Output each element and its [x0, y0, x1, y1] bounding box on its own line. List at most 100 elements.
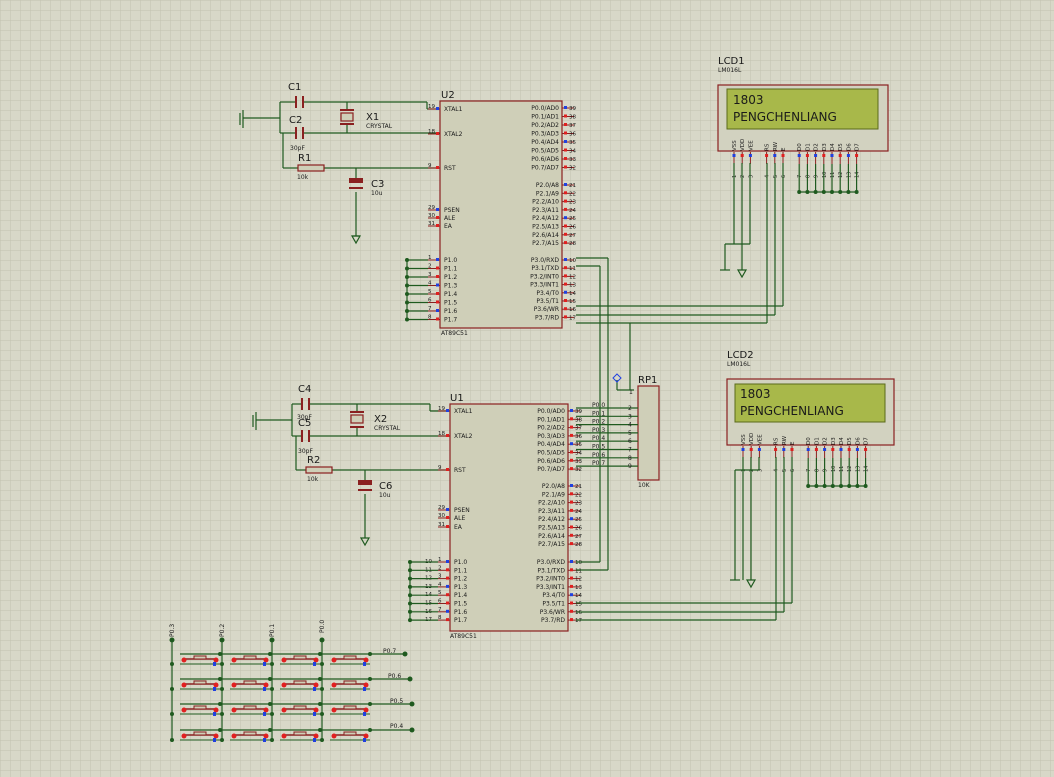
u1-right-pin-name: P2.1/A9	[542, 491, 565, 498]
lcd1-line2: PENGCHENLIANG	[733, 110, 837, 124]
keypad-button[interactable]	[270, 677, 322, 691]
keypad-button[interactable]	[220, 677, 272, 691]
lcd2-pin-name: D2	[823, 437, 829, 445]
resistor-pack-rp1[interactable]	[637, 385, 660, 481]
u2-pin-marker	[564, 216, 567, 220]
lcd1-pin-num: 8	[805, 175, 811, 178]
lcd2-pin-name: D4	[839, 437, 845, 445]
u1-left-pin-num: 1	[438, 557, 442, 563]
u1-right-pin-num: 23	[575, 501, 582, 507]
u2-pin-marker	[564, 191, 567, 195]
chip-u1[interactable]: XTAL119XTAL218RST9PSEN29ALE30EA31P1.01P1…	[408, 403, 582, 632]
u2-pin-marker	[436, 292, 439, 295]
u2-pin-marker	[564, 315, 567, 319]
capacitor-c1[interactable]	[295, 96, 304, 108]
keypad-row-terminal	[402, 651, 408, 657]
keypad-button[interactable]	[270, 652, 322, 666]
keypad-col-net-0: P0.3	[169, 624, 176, 637]
keypad-button[interactable]	[170, 677, 222, 691]
lcd1-pin-name: RS	[765, 143, 771, 151]
u1-pin-marker	[570, 409, 573, 412]
u2-right-pin-num: 13	[569, 283, 576, 289]
u1-right-pin-name: P2.3/A11	[538, 508, 565, 515]
u2-left-pin-num: 9	[428, 163, 432, 169]
keypad-row-net-2: P0.5	[390, 698, 403, 705]
keypad-col-net-2: P0.1	[269, 624, 276, 637]
u2-left-pin-num: 29	[428, 205, 435, 211]
lcd1-pin-num: 5	[773, 175, 779, 178]
rp1-pin-num: 8	[628, 455, 632, 462]
lcd2-pin-marker	[749, 448, 753, 451]
u2-pin-marker	[564, 241, 567, 245]
u1-right-pin-num: 14	[575, 593, 582, 599]
u1-right-pin-name: P3.3/INT1	[536, 584, 565, 591]
u1-pin-marker	[570, 458, 573, 462]
u1-left-pin-name: P1.2	[454, 576, 467, 583]
keypad-button[interactable]	[320, 677, 372, 691]
u1-right-pin-num: 34	[575, 451, 582, 457]
keypad-button[interactable]	[170, 702, 222, 716]
crystal-x1[interactable]	[340, 109, 354, 125]
capacitor-c5[interactable]	[301, 430, 310, 442]
lcd1-pin-num: 2	[740, 175, 746, 178]
u1-left-pin-num: 7	[438, 607, 442, 613]
x1-value: CRYSTAL	[366, 123, 393, 130]
lcd2-pin-name: D3	[831, 437, 837, 445]
capacitor-c2[interactable]	[295, 127, 304, 139]
u1-left-pin-name: P1.4	[454, 592, 467, 599]
resistor-r2[interactable]	[305, 466, 333, 474]
u2-right-pin-num: 27	[569, 233, 576, 239]
u1-right-pin-num: 35	[575, 442, 582, 448]
u1-pin-marker	[446, 434, 449, 437]
u1-right-pin-num: 15	[575, 602, 582, 608]
u2-right-pin-num: 39	[569, 106, 576, 112]
keypad-button[interactable]	[220, 652, 272, 666]
keypad-button[interactable]	[320, 728, 372, 742]
u1-right-pin-name: P2.4/A12	[538, 516, 565, 523]
u1-left-pin-num: 6	[438, 599, 442, 605]
resistor-r1[interactable]	[297, 164, 325, 172]
keypad-row-terminal	[409, 727, 415, 733]
keypad-matrix[interactable]	[169, 637, 415, 743]
keypad-button[interactable]	[220, 702, 272, 716]
u1-pin-marker	[570, 484, 573, 487]
u1-left-pin-num: 18	[438, 431, 445, 437]
capacitor-c3[interactable]	[349, 178, 363, 189]
lcd1-pin-num: 14	[855, 172, 861, 178]
lcd2-line2: PENGCHENLIANG	[740, 404, 844, 418]
u1-left-pin-name: P1.0	[454, 559, 467, 566]
u1-right-pin-name: P0.3/AD3	[537, 433, 565, 440]
keypad-button[interactable]	[320, 702, 372, 716]
u1-pin-marker	[570, 609, 573, 613]
keypad-button[interactable]	[270, 728, 322, 742]
rp1-pin-num: 4	[628, 422, 632, 429]
u2-right-pin-num: 21	[569, 183, 576, 189]
crystal-x2[interactable]	[350, 411, 364, 428]
lcd1-pin-num: 13	[846, 172, 852, 178]
lcd1-pin-name: D2	[814, 143, 820, 151]
keypad-button[interactable]	[270, 702, 322, 716]
chip-u2[interactable]: XTAL119XTAL218RST9PSEN29ALE30EA31P1.01P1…	[405, 100, 576, 329]
u1-left-pin-name: ALE	[454, 515, 465, 522]
ground-icon	[350, 235, 362, 245]
rp1-pin-num: 6	[628, 438, 632, 445]
u1-pin-marker	[446, 525, 449, 528]
capacitor-c4[interactable]	[301, 398, 310, 410]
keypad-button[interactable]	[320, 652, 372, 666]
u1-right-pin-num: 28	[575, 542, 582, 548]
capacitor-c6[interactable]	[358, 480, 372, 491]
u1-left-pin-num: 29	[438, 505, 445, 511]
lcd1-pin-marker	[855, 154, 859, 157]
u1-left-pin-num: 31	[438, 522, 445, 528]
c5-label: C5	[298, 418, 311, 429]
u2-right-pin-num: 14	[569, 291, 576, 297]
u2-left-pin-name: P1.6	[444, 308, 457, 315]
keypad-button[interactable]	[170, 652, 222, 666]
u2-left-pin-num: 1	[428, 255, 432, 261]
keypad-button[interactable]	[170, 728, 222, 742]
u2-pin-marker	[436, 107, 439, 110]
u1-left-pin-name: RST	[454, 467, 466, 474]
u1-right-pin-num: 33	[575, 459, 582, 465]
keypad-button[interactable]	[220, 728, 272, 742]
